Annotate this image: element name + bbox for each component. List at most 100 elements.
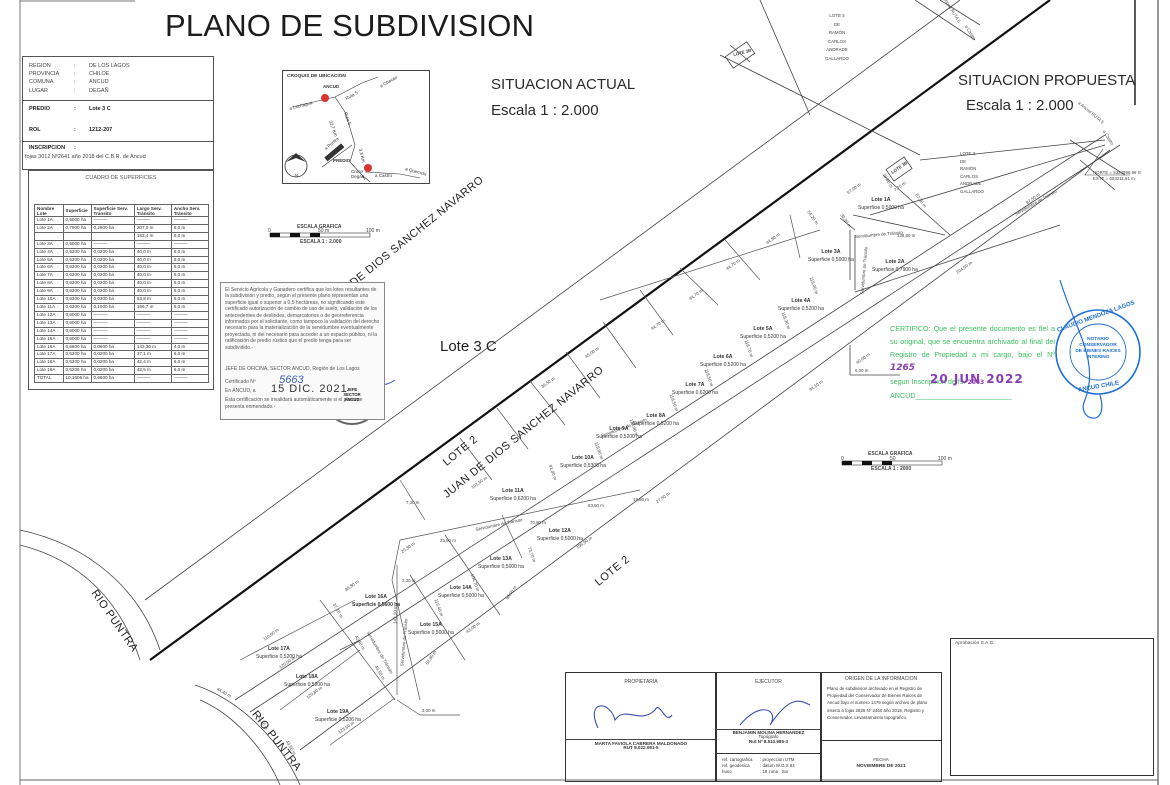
superficies-cell: 40,0 m — [133, 279, 172, 289]
superficies-cell: ——— — [90, 334, 135, 344]
page-title: PLANO DE SUBDIVISION — [165, 8, 535, 43]
location-sketch: CROQUIS DE UBICACION ANCUD a Lechagua a … — [282, 70, 430, 184]
superficies-cell — [62, 231, 92, 241]
superficies-cell: 40,0 m — [133, 247, 172, 257]
superficies-cell: 0,5000 ha — [62, 318, 92, 328]
superficies-header-cell: Ancho Serv. Tránsito — [170, 204, 210, 217]
superficies-cell: Lote 3A — [34, 239, 64, 249]
superficies-cell: 0,6200 ha — [62, 302, 92, 312]
sag-approval-box: Aprobación S.A.G. — [950, 638, 1154, 776]
superficies-cell: 6,0 m — [170, 271, 210, 281]
superficies-cell: 43,5 m — [133, 366, 172, 376]
scale-right-title: ESCALA GRAFICA — [868, 451, 913, 457]
superficies-cell: 6,0 m — [170, 302, 210, 312]
superficies-cell: ——— — [170, 216, 210, 225]
superficies-cell: 0,0200 ha — [90, 255, 135, 265]
superficies-cell: ——— — [133, 310, 172, 320]
sag-certificate-box: El Servicio Agrícola y Ganadero certific… — [220, 282, 385, 420]
superficies-cell: 0,5000 ha — [62, 326, 92, 336]
superficies-cell: Lote 10A — [34, 295, 64, 304]
fecha-value: NOVIEMBRE DE 2021 — [856, 764, 906, 769]
superficies-cell: 0,5600 ha — [62, 342, 92, 352]
superficies-cell: 40,0 m — [133, 287, 172, 297]
superficies-cell: 0,5200 ha — [62, 287, 92, 297]
scale-right-ratio: ESCALA 1 : 2000 — [871, 466, 912, 472]
sag-date-stamp: 15 DIC. 2021 — [270, 382, 348, 395]
propietaria-signature — [593, 705, 673, 729]
superficies-cell: ——— — [90, 326, 135, 336]
superficies-cell: Lote 11A — [34, 302, 64, 312]
croquis-cruce-marker — [364, 164, 372, 172]
superficies-cell: 0,6600 ha — [90, 374, 135, 384]
superficies-cell: 40,0 m — [133, 263, 172, 273]
river-edge-1 — [19, 529, 161, 651]
superficies-cell: Lote 4A — [34, 247, 64, 257]
river-edge-2 — [194, 684, 301, 785]
scale-bar-right — [841, 460, 943, 466]
lots-lower-boundary — [299, 149, 1111, 751]
sag-signer: JEFE DE OFICINA, SECTOR ANCUD, Región de… — [225, 366, 360, 372]
ejecutor-box: EJECUTOR BENJAMIN MOLINA HERNANDEZ Topóg… — [715, 672, 822, 782]
superficies-cell: 0,5000 ha — [62, 216, 92, 225]
scale-left-title: ESCALA GRAFICA — [297, 224, 342, 230]
thick-boundary — [149, 0, 1051, 661]
ejecutor-rut: Rut Nº 8.510.985-3 — [749, 739, 788, 744]
superficies-cell: Lote 15A — [34, 334, 64, 344]
sag-certificate-text: El Servicio Agrícola y Ganadero certific… — [225, 287, 380, 351]
superficies-cell: 9,0 m — [170, 231, 210, 241]
superficies-cell: 53,8 m — [133, 295, 172, 304]
superficies-header-cell: Nombre Lote — [34, 204, 64, 217]
superficies-cell: 0,5300 ha — [62, 295, 92, 304]
superficies-cell: 0,6200 ha — [62, 271, 92, 281]
superficies-cell: ——— — [133, 334, 172, 344]
road-edge-upper — [144, 0, 961, 601]
superficies-cell: ——— — [170, 326, 210, 336]
superficies-cell: Lote 18A — [34, 358, 64, 368]
superficies-cell: 0,0200 ha — [90, 358, 135, 368]
superficies-cell: 0,5200 ha — [62, 255, 92, 265]
coord-norte: NORTE = 5324996,96 m — [1093, 170, 1142, 175]
superficies-cell: 0,5200 ha — [62, 279, 92, 289]
superficies-cell: 0,0200 ha — [90, 247, 135, 257]
superficies-cell: 6,0 m — [170, 223, 210, 233]
superficies-header-cell: Largo Serv. Tránsito — [133, 204, 172, 217]
ejecutor-name: BENJAMIN MOLINA HERNANDEZ — [716, 729, 821, 735]
superficies-cell: 4,0 m — [170, 342, 210, 352]
coord-este: ESTE = 603211,81 m — [1093, 176, 1135, 181]
notary-date-stamp: 20 JUN 2022 — [930, 372, 1024, 386]
notary-certification: CERTIFICO: Que el presente documento es … — [890, 324, 1055, 400]
superficies-cell: ——— — [170, 318, 210, 328]
superficies-cell: ——— — [170, 310, 210, 320]
lote3-owner-right: LOTE 3 DE RAMÓN CARLOS ANDRADE GALLARDO — [960, 151, 984, 194]
ejecutor-signature — [739, 700, 811, 726]
superficies-cell: 0,5206 ha — [62, 366, 92, 376]
superficies-cell: Lote 8A — [34, 279, 64, 289]
superficies-cell: Lote 6A — [34, 263, 64, 273]
superficies-cell: Lote 19A — [34, 366, 64, 376]
superficies-cell — [90, 231, 135, 241]
road-edge-a — [234, 134, 1106, 701]
sag-approval-label: Aprobación S.A.G. — [955, 641, 995, 646]
